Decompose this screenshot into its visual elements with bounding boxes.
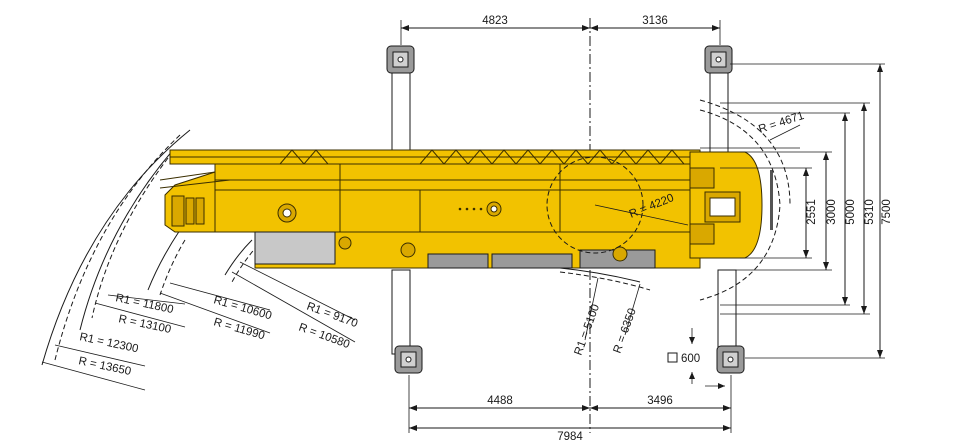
telescopic-boom xyxy=(214,163,701,233)
turntable-radius-circle xyxy=(546,156,644,254)
dim-bottom-total: 7984 xyxy=(557,431,583,443)
radius-r-13650-label: R = 13650 xyxy=(77,355,132,378)
pad-size-indicator xyxy=(667,328,725,389)
dim-right-5310: 5310 xyxy=(864,199,876,225)
dim-top-left: 4823 xyxy=(482,15,508,27)
dim-right-2551: 2551 xyxy=(806,199,818,225)
radius-r-11990-label: R = 11990 xyxy=(212,316,266,342)
outrigger-pad-top-left xyxy=(386,45,415,74)
tail-swing-arcs xyxy=(559,267,651,341)
radius-r-10580-label: R = 10580 xyxy=(297,322,351,352)
carrier-chassis xyxy=(254,231,701,269)
dim-right-3000: 3000 xyxy=(826,199,838,225)
outrigger-pad-bottom-left xyxy=(394,345,423,374)
carrier-cab xyxy=(689,151,773,259)
dim-top-right: 3136 xyxy=(642,15,668,27)
radius-front-label: R = 4671 xyxy=(757,110,805,136)
outrigger-pad-bottom-right xyxy=(716,345,745,374)
radius-r1-12300-label: R1 = 12300 xyxy=(78,331,139,355)
pad-square-symbol xyxy=(667,352,678,363)
outrigger-pad-top-right xyxy=(704,45,733,74)
right-dimension-lines xyxy=(720,63,885,359)
radius-r1-5100-label: R1 = 5100 xyxy=(573,303,603,357)
top-dimension-lines xyxy=(400,20,721,45)
radius-r1-11800-label: R1 = 11800 xyxy=(114,292,174,316)
radius-leader-lines xyxy=(41,261,356,391)
dim-bottom-right: 3496 xyxy=(647,395,673,407)
dim-right-5000: 5000 xyxy=(845,199,857,225)
turntable-radius-leader xyxy=(594,204,689,226)
bottom-dimension-lines xyxy=(408,375,732,433)
dim-right-7500: 7500 xyxy=(881,199,893,225)
pad-size-label: 600 xyxy=(681,353,700,365)
dim-bottom-left: 4488 xyxy=(487,395,513,407)
radius-r-6350-label: R = 6350 xyxy=(612,307,639,355)
lattice-jib xyxy=(169,149,701,165)
boom-head xyxy=(159,171,231,233)
front-swing-arc xyxy=(699,99,801,301)
